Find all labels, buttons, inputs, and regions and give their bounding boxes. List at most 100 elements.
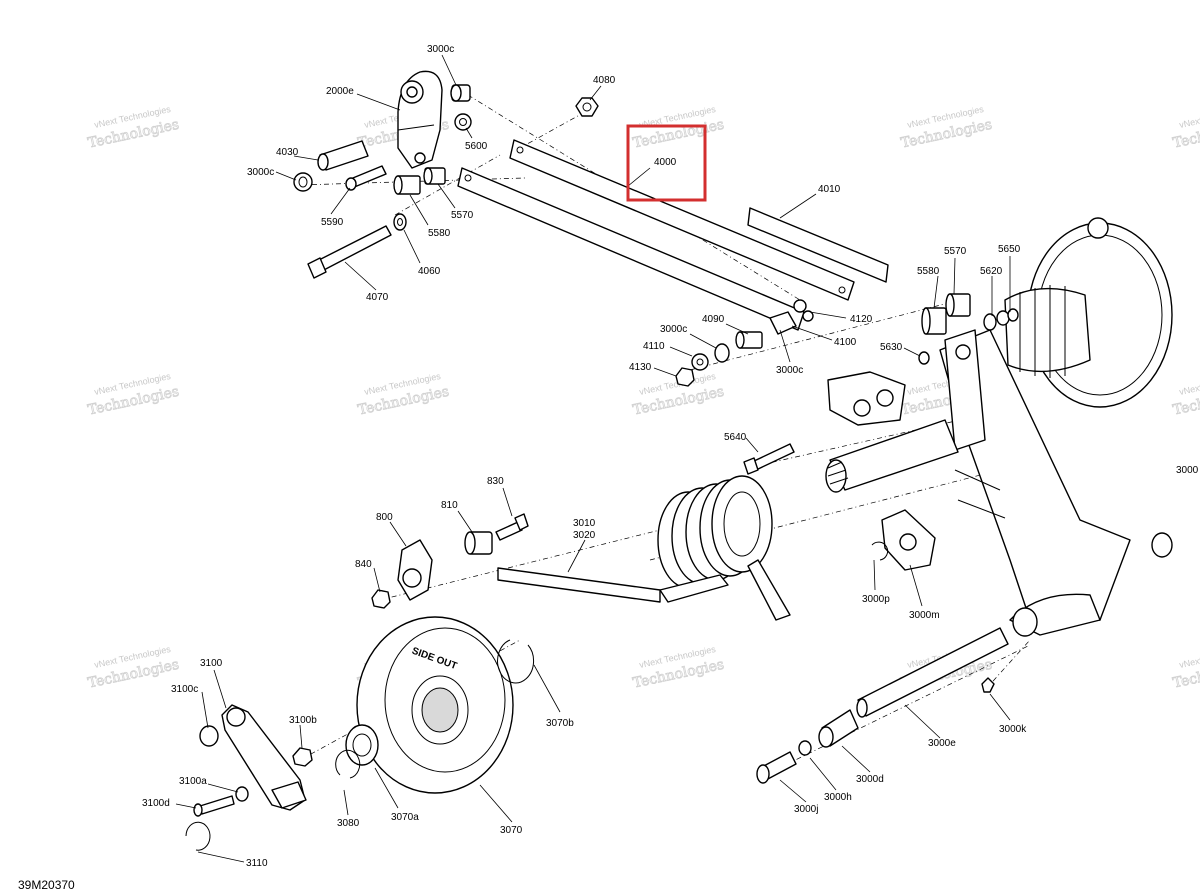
drawing-id: 39M20370 bbox=[18, 878, 75, 892]
part-label: 5580 bbox=[428, 228, 451, 239]
circlip-3070b bbox=[497, 639, 535, 684]
highlight-box-4000[interactable] bbox=[626, 124, 707, 202]
part-label: 3020 bbox=[573, 530, 596, 541]
part-label: 5590 bbox=[321, 217, 344, 228]
nut-840 bbox=[371, 589, 391, 609]
part-label: 4120 bbox=[850, 314, 873, 325]
shaft-3000e bbox=[856, 627, 1009, 718]
part-label: 3000p bbox=[862, 594, 890, 605]
bolt-3100d bbox=[193, 795, 235, 817]
part-label: 5620 bbox=[980, 266, 1003, 277]
part-label: 3100 bbox=[200, 658, 223, 669]
cap-3100c bbox=[199, 725, 219, 747]
torsion-spring-3010-3020 bbox=[497, 475, 791, 621]
bolt-4070 bbox=[307, 225, 392, 279]
bolt-830 bbox=[495, 513, 529, 541]
washer-3100a bbox=[235, 786, 249, 802]
leader-lines bbox=[175, 54, 1011, 863]
part-label: 800 bbox=[376, 512, 393, 523]
washer-4060 bbox=[393, 213, 407, 231]
bracket-2000e bbox=[397, 70, 443, 169]
part-label: 3100d bbox=[142, 798, 170, 809]
part-label: 3000c bbox=[660, 324, 687, 335]
part-label: 4010 bbox=[818, 184, 841, 195]
part-label: 3070 bbox=[500, 825, 523, 836]
spacers-5570-5650 bbox=[918, 293, 1019, 365]
part-labels: 3000c 2000e 4080 5600 4030 3000c 5590 55… bbox=[142, 44, 1199, 869]
bracket-3000m bbox=[881, 509, 936, 571]
fitting-3000k bbox=[981, 677, 995, 693]
part-label: 3000h bbox=[824, 792, 852, 803]
spacer-810 bbox=[464, 531, 493, 555]
part-label: 3000c bbox=[427, 44, 454, 55]
part-label: 5600 bbox=[465, 141, 488, 152]
part-label: 5630 bbox=[880, 342, 903, 353]
part-label: 3070a bbox=[391, 812, 419, 823]
bushing-3000c-left bbox=[293, 172, 313, 192]
spacer-5580-left bbox=[393, 175, 421, 195]
circlip-3080 bbox=[335, 749, 361, 779]
watermark-line1: vNext Technologies bbox=[1178, 371, 1200, 397]
watermark-line1: vNext Technologies bbox=[1178, 644, 1200, 670]
part-label: 5570 bbox=[451, 210, 474, 221]
part-label: 3000m bbox=[909, 610, 940, 621]
nut-5600 bbox=[454, 113, 472, 131]
part-label: 3000d bbox=[856, 774, 884, 785]
part-label: 3110 bbox=[246, 858, 268, 869]
part-label: 3000j bbox=[794, 804, 818, 815]
part-label: 4080 bbox=[593, 75, 616, 86]
highlighted-part-label[interactable]: 4000 bbox=[654, 157, 677, 168]
part-label: 3100a bbox=[179, 776, 207, 787]
part-label: 840 bbox=[355, 559, 372, 570]
bolt-3000j bbox=[756, 751, 797, 784]
pivot-block-3000c bbox=[827, 371, 906, 426]
part-label: 5640 bbox=[724, 432, 747, 443]
arm-4000-lower bbox=[457, 167, 805, 331]
watermark-line1: vNext Technologies bbox=[1178, 104, 1200, 130]
idler-wheel-3070: SIDE OUT bbox=[356, 616, 514, 794]
sleeve-3000d bbox=[818, 709, 859, 748]
sleeve-4030 bbox=[317, 140, 369, 171]
part-label: 3000c bbox=[776, 365, 803, 376]
part-label: 4090 bbox=[702, 314, 725, 325]
part-label: 3000e bbox=[928, 738, 956, 749]
nut-4080 bbox=[575, 97, 599, 117]
part-label: 5570 bbox=[944, 246, 967, 257]
part-label: 3000c bbox=[247, 167, 274, 178]
splined-shaft bbox=[825, 419, 959, 493]
part-label: 3010 bbox=[573, 518, 596, 529]
bushing-3000c-top bbox=[450, 84, 471, 102]
part-label: 830 bbox=[487, 476, 504, 487]
part-label: 5580 bbox=[917, 266, 940, 277]
washer-3000h bbox=[798, 740, 812, 756]
part-label: 3000k bbox=[999, 724, 1027, 735]
part-label: 810 bbox=[441, 500, 458, 511]
nut-3100b bbox=[292, 747, 313, 767]
bracket-800 bbox=[397, 539, 433, 601]
pin-5590 bbox=[345, 165, 387, 191]
part-label: 2000e bbox=[326, 86, 354, 97]
arm-4000-upper bbox=[509, 139, 855, 301]
hardware-4090-4130 bbox=[675, 299, 814, 387]
spacer-5570-left bbox=[423, 167, 446, 185]
part-label: 5650 bbox=[998, 244, 1021, 255]
part-label: 4070 bbox=[366, 292, 389, 303]
spring-assembly-3000 bbox=[939, 217, 1173, 637]
clip-3000p bbox=[871, 541, 889, 561]
bolt-5640 bbox=[743, 443, 795, 475]
part-label: 3100b bbox=[289, 715, 317, 726]
plate-4010 bbox=[747, 207, 889, 283]
bearing-3070a bbox=[345, 724, 379, 766]
part-label: 4110 bbox=[643, 341, 665, 352]
part-label: 4030 bbox=[276, 147, 299, 158]
part-label: 4100 bbox=[834, 337, 857, 348]
part-label: 3000 bbox=[1176, 465, 1199, 476]
part-label: 3100c bbox=[171, 684, 198, 695]
